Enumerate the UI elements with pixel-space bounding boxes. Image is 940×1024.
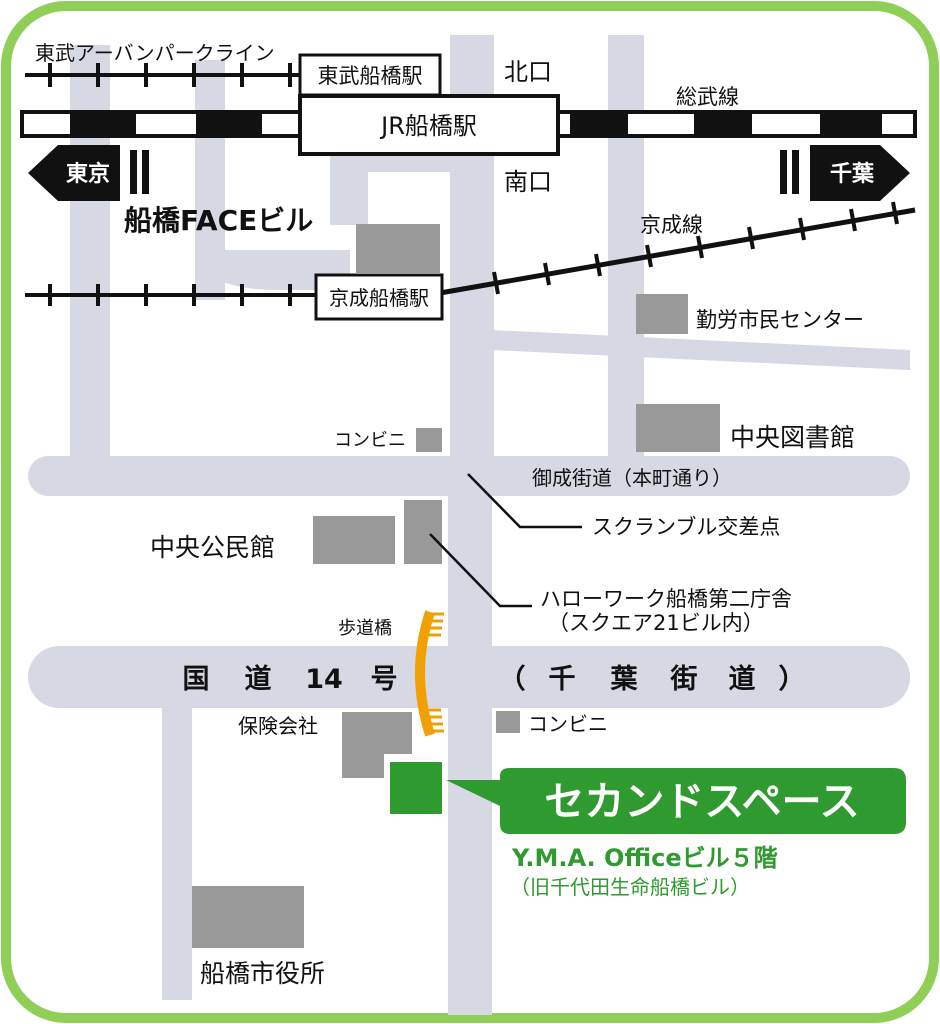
destination-former-name: （旧千代田生命船橋ビル） bbox=[510, 875, 750, 899]
svg-text:JR船橋駅: JR船橋駅 bbox=[379, 112, 477, 140]
convenience-store-south bbox=[496, 711, 520, 733]
svg-text:道: 道 bbox=[245, 663, 272, 695]
road-left-vertical bbox=[70, 45, 110, 475]
tobu-station: 東武船橋駅 bbox=[298, 53, 442, 97]
hellowork-leader-line bbox=[429, 533, 532, 608]
north-exit-label: 北口 bbox=[504, 58, 552, 86]
hellowork-label: ハローワーク船橋第二庁舎 bbox=[540, 587, 792, 611]
svg-text:街: 街 bbox=[670, 664, 698, 695]
destination-name: セカンドスペース bbox=[544, 779, 859, 825]
tobu-line-label: 東武アーバンパークライン bbox=[35, 41, 275, 65]
arrow-chiba-east: 千葉 bbox=[780, 145, 910, 201]
insurance-label: 保険会社 bbox=[238, 714, 318, 738]
svg-text:道: 道 bbox=[729, 663, 756, 695]
kinro-center-label: 勤労市民センター bbox=[696, 308, 864, 332]
arrow-tokyo-west: 東京 bbox=[28, 145, 149, 201]
destination-address: Y.M.A. Officeビル５階 bbox=[511, 844, 778, 872]
buildings bbox=[192, 224, 720, 948]
komin-label: 中央公民館 bbox=[150, 533, 275, 562]
face-building bbox=[356, 224, 440, 274]
scramble-leader-line bbox=[467, 473, 582, 529]
svg-text:千: 千 bbox=[549, 664, 576, 695]
komin-building bbox=[313, 516, 395, 564]
road-face-curve bbox=[195, 250, 350, 290]
keisei-line-label: 京成線 bbox=[640, 213, 703, 237]
convenience-store-north bbox=[416, 428, 442, 452]
cityhall-label: 船橋市役所 bbox=[200, 959, 325, 988]
svg-text:14: 14 bbox=[305, 664, 343, 695]
jr-station: JR船橋駅 bbox=[298, 94, 560, 156]
svg-text:葉: 葉 bbox=[610, 664, 639, 695]
svg-text:千葉: 千葉 bbox=[830, 162, 875, 187]
road-kinro-diagonal bbox=[492, 330, 910, 370]
road-lower-left-vertical bbox=[162, 700, 192, 1000]
convenience-store-south-label: コンビニ bbox=[528, 712, 608, 736]
road-right-vertical bbox=[608, 35, 644, 475]
main-street-label: 御成街道（本町通り） bbox=[532, 466, 732, 490]
svg-text:号: 号 bbox=[371, 664, 398, 695]
svg-text:（: （ bbox=[499, 664, 526, 695]
footbridge bbox=[415, 610, 444, 737]
svg-text:）: ） bbox=[779, 664, 806, 695]
hellowork-building bbox=[404, 500, 442, 564]
keisei-station: 京成船橋駅 bbox=[314, 273, 444, 321]
svg-text:国: 国 bbox=[183, 664, 210, 695]
destination-building bbox=[390, 762, 442, 814]
south-exit-label: 南口 bbox=[504, 168, 552, 196]
hellowork-sublabel: （スクエア21ビル内） bbox=[548, 611, 764, 635]
kinro-center-building bbox=[636, 294, 688, 334]
road-center-lower bbox=[448, 480, 492, 1015]
sobu-line-label: 総武線 bbox=[676, 85, 739, 109]
keisei-line-track-east bbox=[439, 207, 916, 296]
route14-label: 国 道 14 号 bbox=[183, 663, 398, 695]
footbridge-label: 歩道橋 bbox=[338, 618, 392, 639]
destination-callout bbox=[446, 768, 906, 834]
chiba-kaido-label: （ 千 葉 街 道 ） bbox=[499, 663, 806, 695]
svg-text:東京: 東京 bbox=[66, 161, 110, 187]
face-building-label: 船橋FACEビル bbox=[124, 204, 313, 237]
scramble-label: スクランブル交差点 bbox=[592, 515, 780, 539]
library-label: 中央図書館 bbox=[730, 423, 855, 452]
svg-text:東武船橋駅: 東武船橋駅 bbox=[318, 64, 423, 88]
library-building bbox=[636, 404, 720, 452]
road-route14 bbox=[28, 646, 910, 708]
insurance-building bbox=[342, 712, 412, 778]
road-station-loop bbox=[330, 140, 450, 225]
svg-text:京成船橋駅: 京成船橋駅 bbox=[329, 286, 429, 310]
cityhall-building bbox=[192, 886, 304, 948]
convenience-store-north-label: コンビニ bbox=[334, 430, 406, 451]
